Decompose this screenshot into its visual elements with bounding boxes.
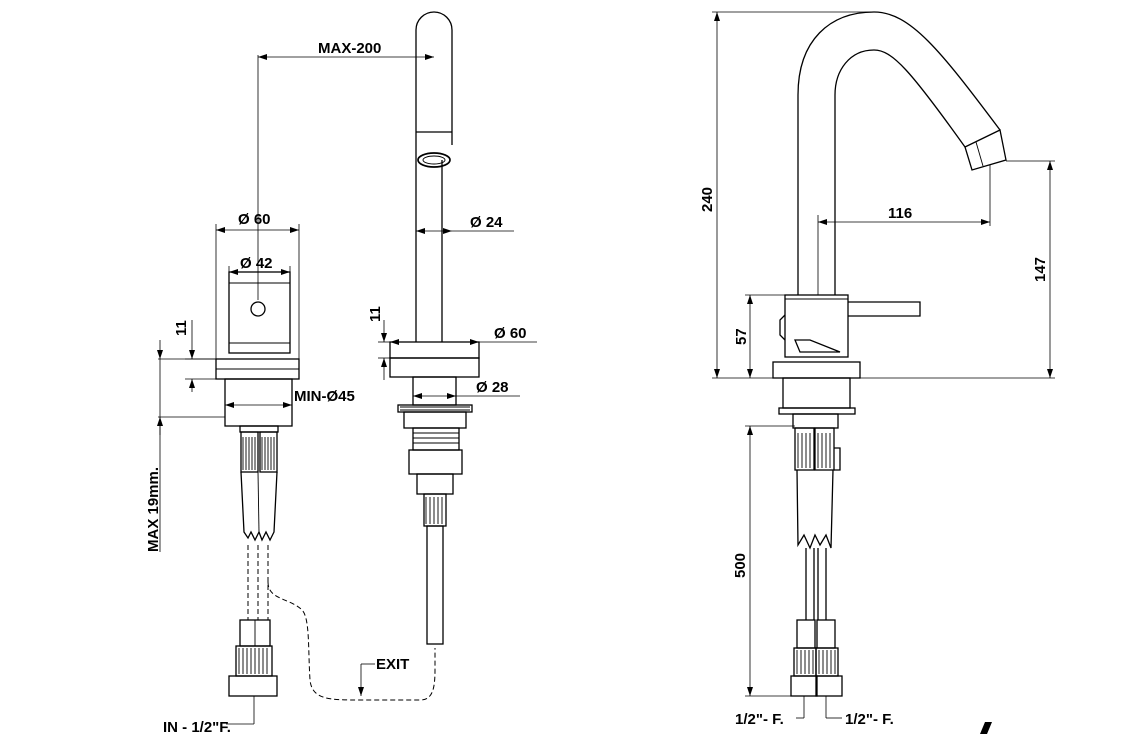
label-connection-right: 1/2"- F.	[845, 711, 894, 728]
label-height-240: 240	[699, 187, 716, 212]
label-height-11-spout: 11	[367, 306, 384, 322]
label-height-147: 147	[1032, 257, 1049, 282]
label-dia-42: Ø 42	[240, 255, 273, 272]
corner-mark	[980, 722, 992, 734]
label-height-11-left: 11	[173, 320, 190, 336]
label-dia-60-spout: Ø 60	[494, 325, 527, 342]
label-reach-116: 116	[888, 205, 912, 222]
side-elevation-view: 240 116 147 57 500 1/2"- F. 1/2"- F.	[699, 11, 1055, 728]
label-max-19mm: MAX 19mm.	[145, 467, 162, 552]
label-dia-24: Ø 24	[470, 214, 503, 231]
label-exit: EXIT	[376, 656, 409, 673]
label-inlet: IN - 1/2"F.	[163, 719, 231, 734]
label-dia-28: Ø 28	[476, 379, 509, 396]
label-connection-left: 1/2"- F.	[735, 711, 784, 728]
mixer-body-view: Ø 60 Ø 42 11 MAX 19mm. MIN-Ø45 IN - 1/2"…	[145, 55, 436, 734]
label-dia-60: Ø 60	[238, 211, 271, 228]
label-height-57: 57	[733, 328, 750, 345]
label-min-dia-45: MIN-Ø45	[294, 388, 355, 405]
label-length-500: 500	[732, 553, 749, 578]
spout-view: MAX-200 Ø 24 11 Ø 60 Ø 28 EXIT	[258, 11, 537, 696]
label-max-200: MAX-200	[318, 40, 381, 57]
